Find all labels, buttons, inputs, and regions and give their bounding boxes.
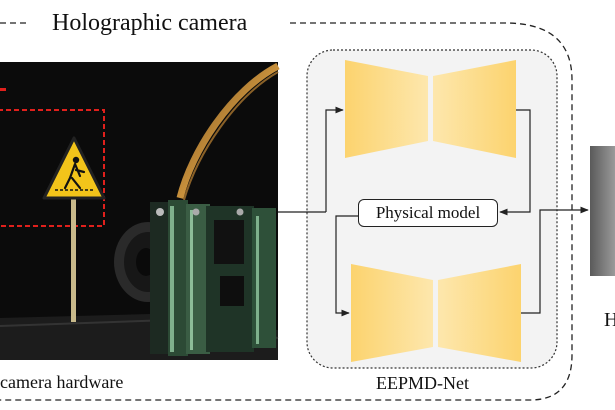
pedestrian-crossing-sign-icon xyxy=(42,136,106,322)
upper-encoder-block xyxy=(345,60,428,158)
eepmd-net-label: EEPMD-Net xyxy=(376,373,469,393)
camera-hardware-label: camera hardware xyxy=(0,372,124,392)
upper-decoder-block xyxy=(433,60,516,158)
physical-model-box: Physical model xyxy=(358,199,498,227)
flow-arrows xyxy=(278,106,589,317)
lower-decoder-block xyxy=(438,264,521,362)
camera-hardware-photo xyxy=(0,62,280,360)
holographic-camera-title: Holographic camera xyxy=(46,8,254,38)
holographic-camera-boundary xyxy=(0,22,573,401)
camera-board-icon xyxy=(114,200,276,356)
output-image-partial xyxy=(590,146,615,276)
lower-encoder-block xyxy=(351,264,433,362)
output-label-partial: H xyxy=(604,309,615,331)
scene-region-box xyxy=(0,109,105,227)
